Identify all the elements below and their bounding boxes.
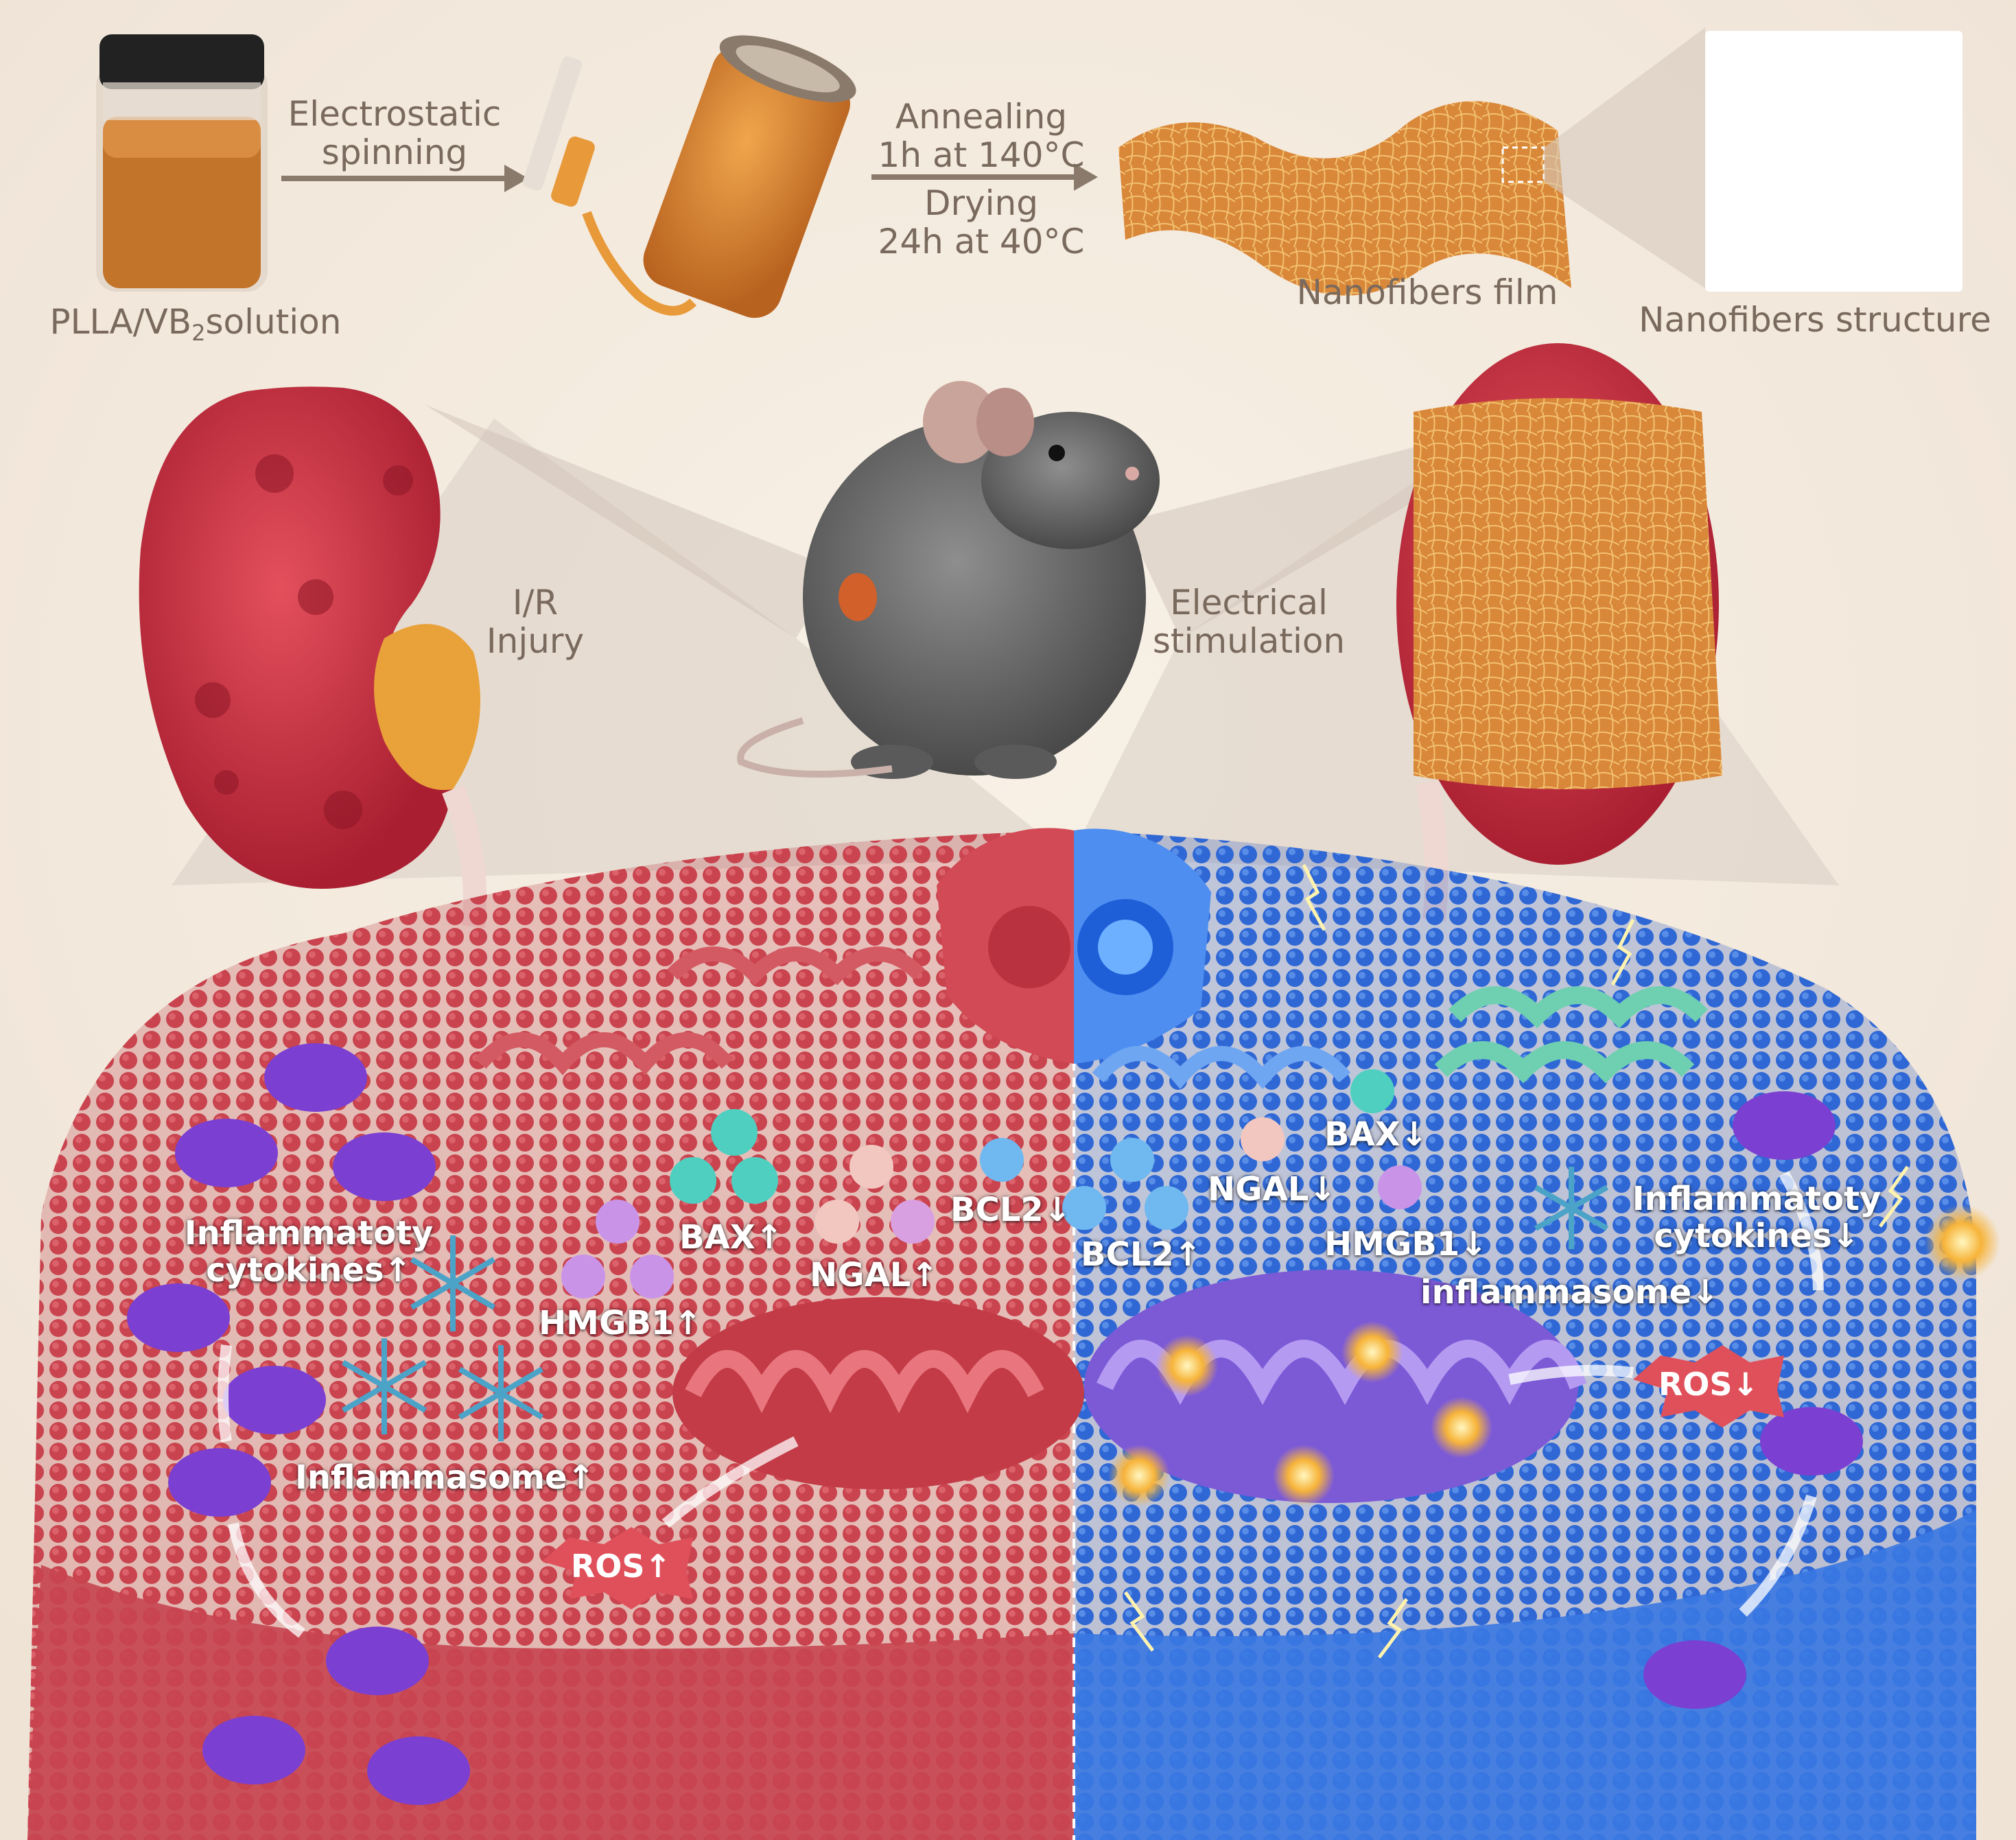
right-hmgb1-label: HMGB1↓ (1324, 1225, 1488, 1263)
injured-kidney (139, 386, 487, 928)
right-ngal-label: NGAL↓ (1208, 1170, 1337, 1209)
film-label: Nanofibers film (1296, 272, 1558, 312)
annealing-arrow (871, 163, 1098, 191)
left-hmgb1-label: HMGB1↑ (539, 1304, 702, 1342)
protein-blobs-right (1062, 1069, 1422, 1230)
spinning-arrow (281, 165, 528, 192)
mouse (737, 381, 1160, 779)
spark-flare (1925, 1204, 2000, 1280)
nanofiber-structure-panel (1705, 31, 1962, 292)
endoplasmic-reticulum-left (474, 946, 925, 1075)
left-bax-label: BAX↑ (679, 1218, 783, 1257)
ros-badge-right (1633, 1345, 1784, 1428)
treated-kidney (1396, 343, 1722, 921)
left-ngal-label: NGAL↑ (810, 1256, 939, 1294)
solution-jar (96, 34, 268, 292)
vesicles-right (1643, 1091, 1863, 1709)
left-ros-label: ROS↑ (570, 1548, 672, 1585)
drying-label: Drying 24h at 40°C (878, 183, 1085, 261)
collector-drum (643, 35, 856, 318)
left-bcl2-label: BCL2↓ (950, 1191, 1072, 1229)
mitochondrion-right (1084, 1270, 1587, 1506)
left-cytokines-label: Inflammatoty cytokines↑ (184, 1214, 434, 1290)
spinning-label: Electrostatic spinning (288, 94, 502, 172)
right-bax-label: BAX↓ (1324, 1115, 1428, 1154)
structure-label: Nanofibers structure (1639, 300, 1991, 340)
right-bcl2-label: BCL2↑ (1081, 1235, 1202, 1274)
right-cytokines-label: Inflammatoty cytokines↓ (1632, 1180, 1882, 1255)
solution-label: PLLA/VB2solution (49, 302, 342, 346)
left-inflammasome-label: Inflammasome↑ (295, 1458, 595, 1497)
right-ros-label: ROS↓ (1658, 1366, 1759, 1403)
golgi-right (1434, 986, 1709, 1084)
process-arrows (218, 1171, 1824, 1638)
ros-badge-left (542, 1527, 693, 1609)
right-inflammasome-label: inflammasome↓ (1420, 1273, 1720, 1312)
protein-blobs-left (561, 1109, 1024, 1299)
stimulation-label: Electrical stimulation (1152, 583, 1346, 661)
mitochondrion-left (672, 1297, 1084, 1489)
annealing-label: Annealing 1h at 140°C (878, 97, 1085, 175)
injury-label: I/R Injury (486, 583, 585, 661)
endoplasmic-reticulum-right (1092, 1046, 1351, 1089)
vesicles-left (127, 1043, 470, 1805)
inflammasome-right (1534, 1167, 1608, 1249)
inflammasomes-left (341, 1235, 544, 1441)
electric-sparks (1123, 863, 1910, 1659)
nucleus (937, 828, 1211, 1064)
syringe (522, 56, 696, 316)
